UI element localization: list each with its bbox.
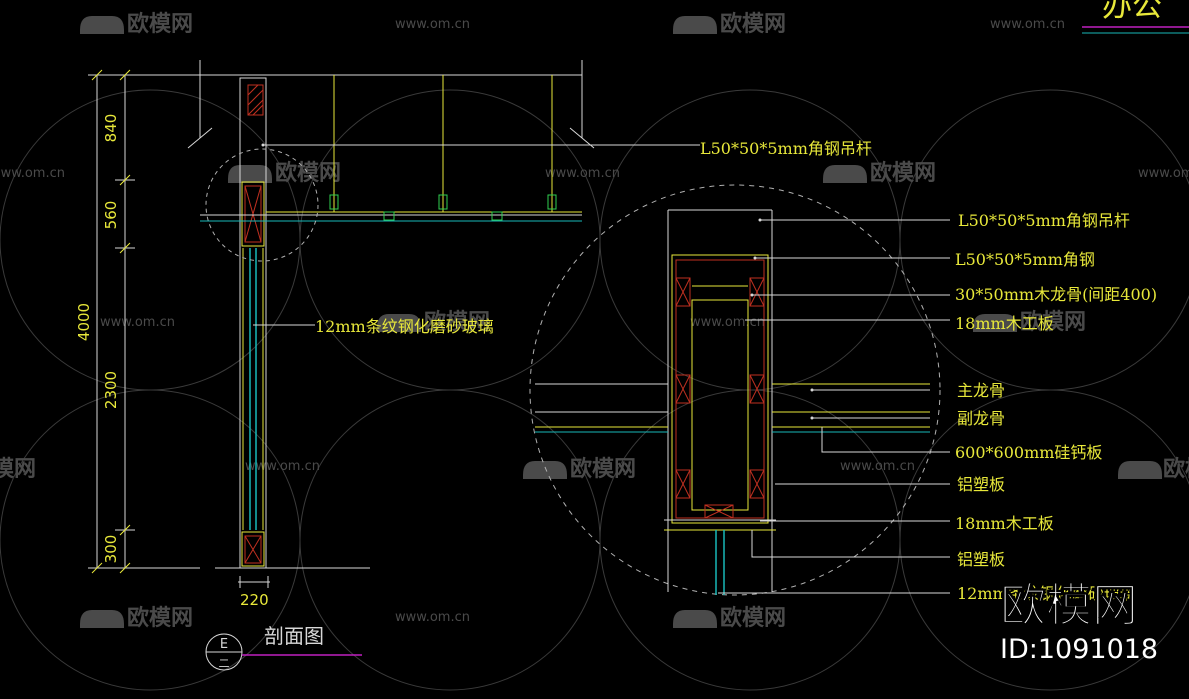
dimension-2300: 2300 — [102, 371, 120, 409]
detail-label-6: 副龙骨 — [957, 409, 1005, 428]
watermark-url: www.om.cn — [0, 166, 65, 181]
label-hanger-rod: L50*50*5mm角钢吊杆 — [700, 139, 872, 158]
section-marker-top: E — [220, 637, 228, 652]
section-marker — [205, 633, 362, 671]
watermark-big-brand: 欧模网 — [1000, 578, 1138, 632]
section-elevation — [187, 60, 595, 588]
leader-dot — [810, 416, 814, 420]
watermark-brand: 欧模网 — [0, 456, 36, 482]
drawing-title: 办公 — [1102, 0, 1162, 24]
detail-label-9: 18mm木工板 — [955, 514, 1054, 533]
detail-label-11: 12mm条纹钢化磨砂玻璃 — [957, 584, 1136, 603]
watermark-url: www.om.cn — [100, 315, 175, 330]
detail-leaders — [718, 219, 950, 594]
detail-label-7: 600*600mm硅钙板 — [955, 443, 1102, 462]
dimension-4000: 4000 — [75, 303, 93, 341]
watermark-url: www.om.cn — [545, 166, 620, 181]
detail-label-10: 铝塑板 — [957, 550, 1005, 569]
detail-label-3: 30*50mm木龙骨(间距400) — [955, 285, 1157, 304]
dimension-chain — [88, 69, 200, 574]
label-glass: 12mm条纹钢化磨砂玻璃 — [315, 317, 494, 336]
watermark-url: www.om.cn — [690, 315, 765, 330]
watermark-brand: 欧模网 — [1163, 456, 1189, 482]
dimension-300: 300 — [102, 535, 120, 564]
leader-dot — [810, 388, 814, 392]
watermark-url: www.om.cn — [990, 17, 1065, 32]
watermark-brand: 欧模网 — [870, 160, 936, 186]
dimension-220: 220 — [240, 591, 269, 609]
watermark-layer — [0, 89, 1189, 691]
detail-label-1: L50*50*5mm角钢吊杆 — [958, 211, 1130, 230]
watermark-url: www.om.cn — [245, 459, 320, 474]
dimension-840: 840 — [102, 114, 120, 143]
section-marker-bottom: 二 — [219, 657, 230, 670]
detail-label-5: 主龙骨 — [957, 381, 1005, 400]
watermark-id: ID:1091018 — [1000, 634, 1158, 665]
leader-dot — [758, 218, 762, 222]
leader-dot — [753, 256, 757, 260]
watermark-brand: 欧模网 — [1020, 309, 1086, 335]
dimension-560: 560 — [102, 201, 120, 230]
watermark-brand: 欧模网 — [570, 456, 636, 482]
watermark-url: www.om.cn — [1138, 166, 1189, 181]
watermark-brand: 欧模网 — [720, 11, 786, 37]
watermark-brand: 欧模网 — [275, 160, 341, 186]
watermark-brand: 欧模网 — [127, 605, 193, 631]
watermark-brand: 欧模网 — [720, 605, 786, 631]
watermark-text-group: 欧模网 www.om.cn 欧模网 www.om.cn www.om.cn 欧模… — [0, 11, 1189, 631]
watermark-url: www.om.cn — [395, 17, 470, 32]
leader-dot — [750, 293, 754, 297]
watermark-brand: 欧模网 — [127, 11, 193, 37]
watermark-brand: 欧模网 — [424, 309, 490, 335]
detail-label-2: L50*50*5mm角钢 — [955, 250, 1095, 269]
sofa-logo-icon — [80, 16, 1162, 628]
detail-enlargement — [529, 184, 941, 596]
section-title: 剖面图 — [264, 624, 324, 648]
leader-dot — [261, 143, 265, 147]
detail-label-8: 铝塑板 — [957, 475, 1005, 494]
detail-label-4: 18mm木工板 — [955, 314, 1054, 333]
watermark-url: www.om.cn — [840, 459, 915, 474]
watermark-url: www.om.cn — [395, 610, 470, 625]
